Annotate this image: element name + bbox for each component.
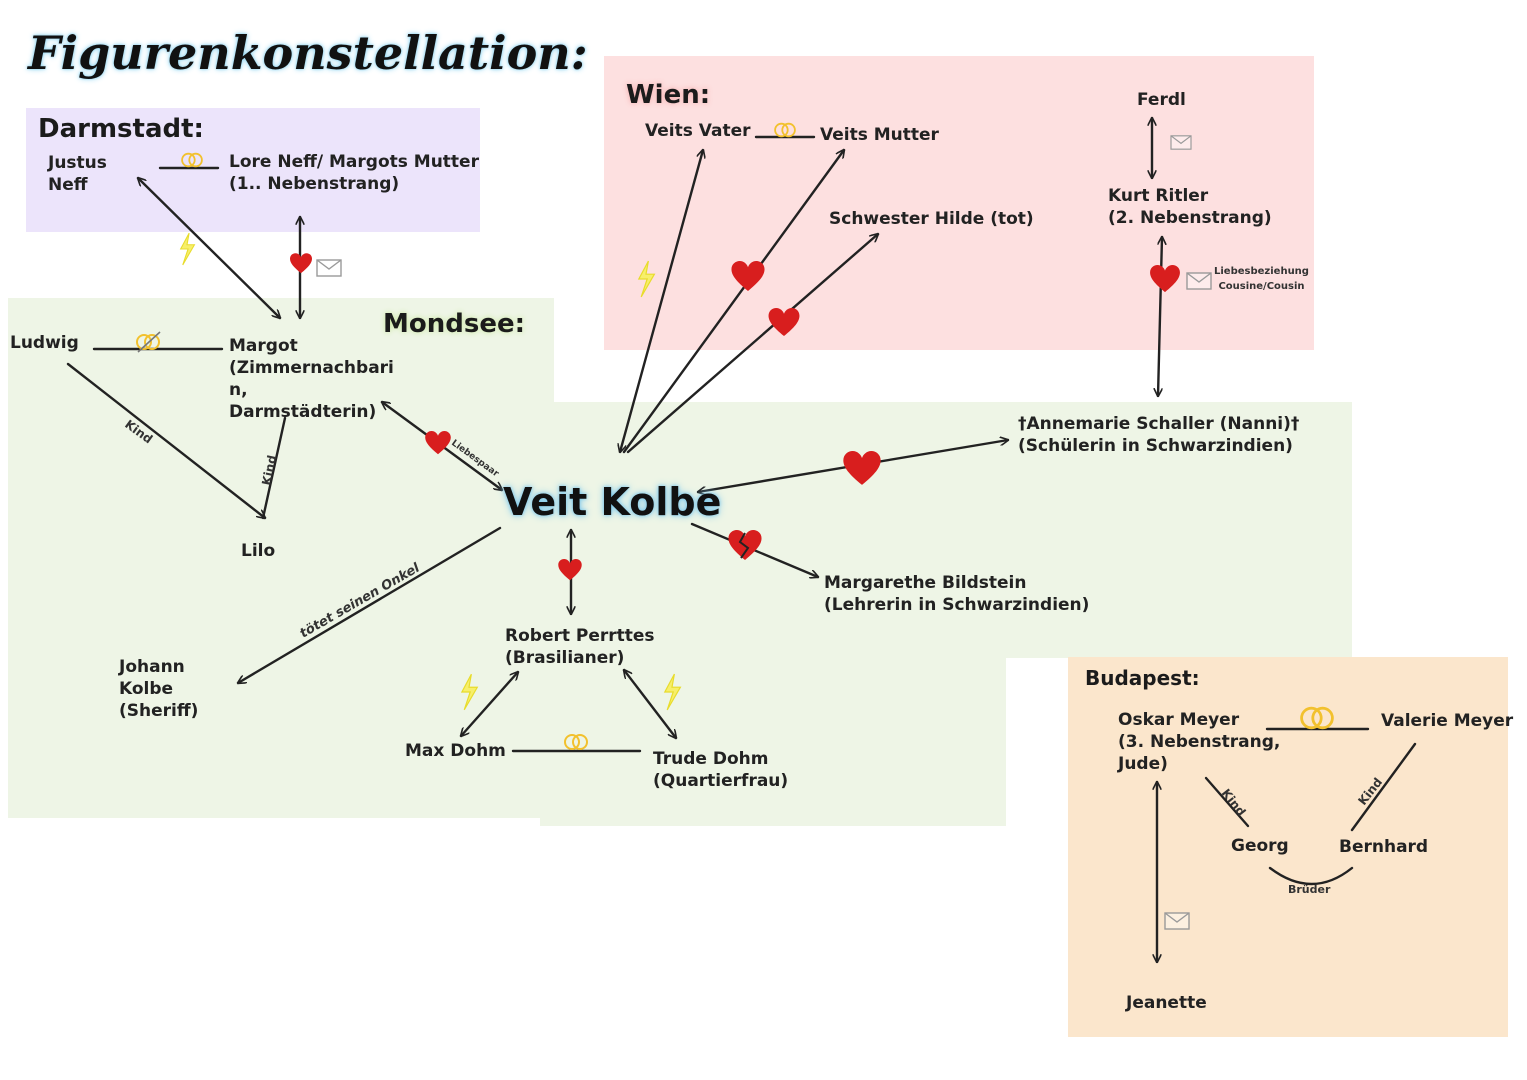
person-lore-neff: Lore Neff/ Margots Mutter (1.. Nebenstra… xyxy=(229,152,479,194)
envelope-icon xyxy=(316,259,342,277)
person-trude-dohm: Trude Dohm (Quartierfrau) xyxy=(653,749,789,791)
region-title-mondsee: Mondsee: xyxy=(383,309,525,339)
person-schwester-hilde: Schwester Hilde (tot) xyxy=(829,209,1034,229)
region-mondsee-south xyxy=(540,640,1006,826)
person-veits-mutter: Veits Mutter xyxy=(820,125,939,145)
brueder-line xyxy=(1268,866,1354,886)
kind-line-oskar-georg xyxy=(1204,776,1250,828)
love-arrow-kurt-annemarie xyxy=(1158,235,1162,398)
heart-icon xyxy=(843,451,881,485)
love-arrow-veit-hilde xyxy=(626,234,878,454)
crossed-rings-icon xyxy=(136,331,161,353)
person-annemarie-schaller: †Annemarie Schaller (Nanni)† (Schülerin … xyxy=(1018,414,1300,456)
region-wien xyxy=(604,56,1314,350)
kind-annotation: Kind xyxy=(122,417,155,446)
kind-line-ludwig-lilo xyxy=(66,362,265,518)
love-arrow-veit-mutter xyxy=(622,150,844,454)
kind-annotation: Kind xyxy=(259,454,279,487)
heart-icon xyxy=(1150,265,1180,293)
envelope-icon xyxy=(1170,135,1192,150)
conflict-arrow-justus-margot xyxy=(138,178,280,318)
envelope-icon xyxy=(1186,272,1212,290)
brueder-annotation: Brüder xyxy=(1288,883,1331,896)
conflict-arrow-robert-max xyxy=(461,672,518,736)
heart-icon xyxy=(768,308,800,337)
person-margot: Margot (Zimmernachbari n, Darmstädterin) xyxy=(229,336,394,422)
lightning-icon xyxy=(461,673,478,711)
person-oskar-meyer: Oskar Meyer (3. Nebenstrang, Jude) xyxy=(1118,710,1281,774)
liebespaar-annotation: Liebespaar xyxy=(449,438,501,479)
heart-icon xyxy=(731,261,765,291)
person-ferdl: Ferdl xyxy=(1137,90,1186,110)
conflict-arrow-veit-vater xyxy=(620,150,703,452)
person-margarethe-bildstein: Margarethe Bildstein (Lehrerin in Schwar… xyxy=(824,573,1090,615)
region-title-wien: Wien: xyxy=(626,80,711,110)
rings-icon xyxy=(563,733,589,751)
person-johann-kolbe: Johann Kolbe (Sheriff) xyxy=(119,657,199,721)
lightning-icon xyxy=(638,260,656,298)
center-character-veit-kolbe: Veit Kolbe xyxy=(503,480,722,524)
rings-icon xyxy=(181,152,203,168)
person-georg: Georg xyxy=(1231,836,1289,856)
toetet-annotation: tötet seinen Onkel xyxy=(298,560,423,641)
arrow-veit-johann xyxy=(238,526,502,683)
conflict-arrow-robert-trude xyxy=(624,670,676,738)
region-title-darmstadt: Darmstadt: xyxy=(38,114,204,144)
person-justus-neff: Justus Neff xyxy=(48,153,107,195)
lightning-icon xyxy=(180,232,195,266)
broken-heart-icon xyxy=(728,530,762,560)
person-valerie-meyer: Valerie Meyer xyxy=(1381,711,1514,731)
rings-icon xyxy=(1300,706,1334,730)
envelope-icon xyxy=(1164,912,1190,930)
kind-annotation: Kind xyxy=(1219,786,1249,819)
person-max-dohm: Max Dohm xyxy=(405,741,506,761)
person-ludwig: Ludwig xyxy=(10,333,79,353)
kind-line-valerie-bernhard xyxy=(1350,742,1417,832)
rings-icon xyxy=(774,122,796,138)
page-title: Figurenkonstellation: xyxy=(28,26,588,80)
region-title-budapest: Budapest: xyxy=(1085,666,1200,690)
person-veits-vater: Veits Vater xyxy=(645,121,751,141)
person-kurt-ritler: Kurt Ritler (2. Nebenstrang) xyxy=(1108,186,1272,228)
kind-line-margot-lilo xyxy=(261,416,287,520)
lightning-icon xyxy=(664,673,682,711)
person-lilo: Lilo xyxy=(241,541,276,561)
region-budapest xyxy=(1068,657,1508,1037)
person-robert-perrttes: Robert Perrttes (Brasilianer) xyxy=(505,626,655,668)
person-jeanette: Jeanette xyxy=(1126,993,1207,1013)
person-bernhard: Bernhard xyxy=(1339,837,1429,857)
liebesbeziehung-annotation: Liebesbeziehung Cousine/Cousin xyxy=(1214,266,1309,292)
